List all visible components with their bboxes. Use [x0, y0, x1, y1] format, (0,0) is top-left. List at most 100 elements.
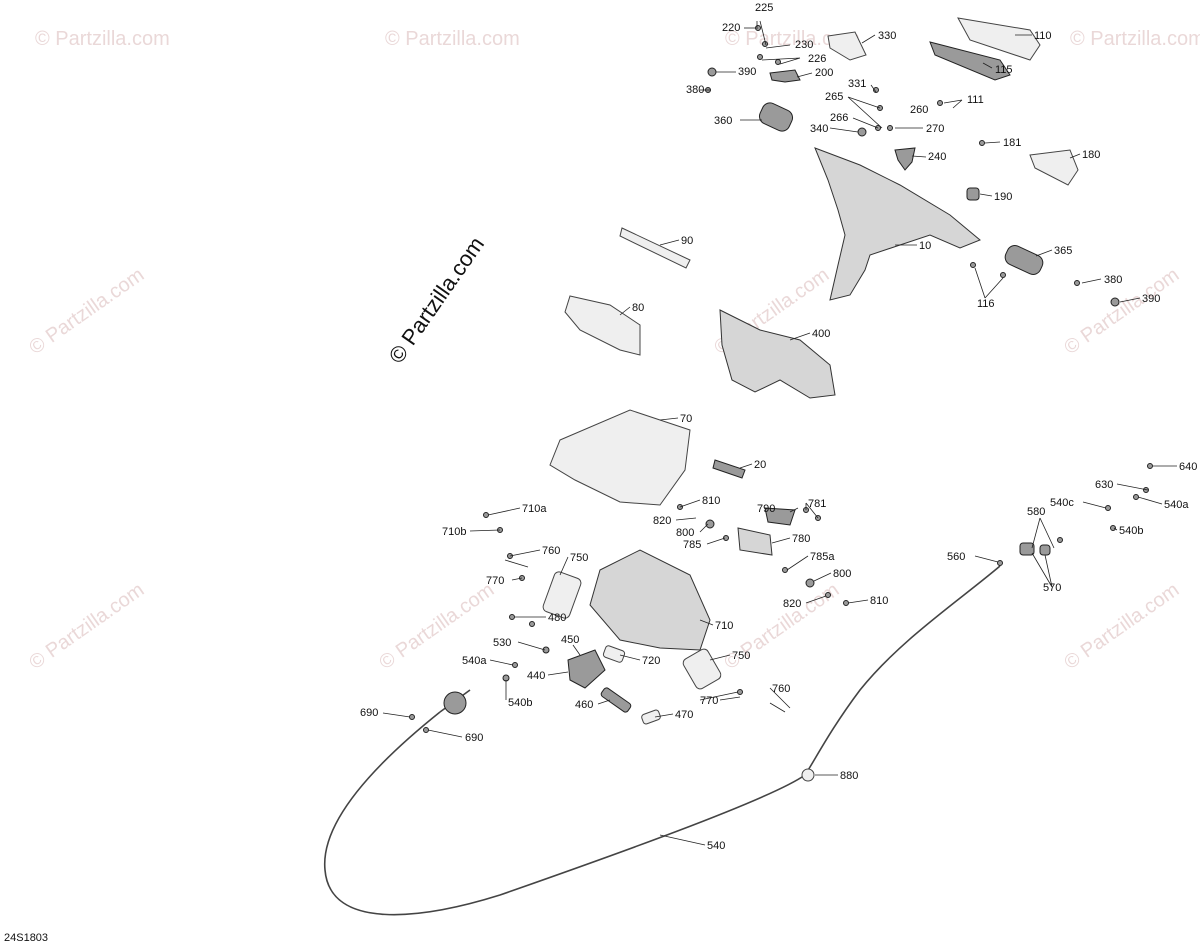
part-720 — [602, 645, 626, 663]
part-label: 270 — [926, 123, 944, 135]
part-label: 380 — [686, 84, 704, 96]
part-240 — [894, 147, 916, 171]
part-label: 540a — [462, 655, 487, 667]
watermark-main: © Partzilla.com — [384, 232, 490, 368]
part-label: 331 — [848, 78, 866, 90]
part-label: 390 — [738, 66, 756, 78]
part-70 — [549, 409, 691, 506]
part-80 — [564, 295, 641, 356]
part-label: 111 — [967, 94, 984, 106]
part-200 — [769, 69, 801, 83]
part-label: 225 — [755, 2, 773, 14]
watermark-tile: © Partzilla.com — [35, 28, 170, 50]
part-label: 20 — [754, 459, 766, 471]
part-label: 570 — [1043, 582, 1061, 594]
part-label: 70 — [680, 413, 692, 425]
part-label: 780 — [792, 533, 810, 545]
part-360 — [758, 102, 794, 132]
part-label: 690 — [360, 707, 378, 719]
part-365 — [1004, 245, 1044, 275]
part-880 — [801, 768, 815, 782]
part-label: 10 — [919, 240, 931, 252]
watermark-tile: © Partzilla.com — [1060, 579, 1183, 674]
part-label: 770 — [700, 695, 718, 707]
part-330 — [827, 31, 867, 61]
part-label: 266 — [830, 112, 848, 124]
part-750b — [682, 648, 722, 690]
part-label: 365 — [1054, 245, 1072, 257]
part-label: 540 — [707, 840, 725, 852]
part-20 — [712, 459, 746, 479]
part-label: 760 — [542, 545, 560, 557]
part-label: 800 — [676, 527, 694, 539]
part-label: 260 — [910, 104, 928, 116]
part-115 — [929, 41, 1011, 81]
part-label: 820 — [653, 515, 671, 527]
part-label: 470 — [675, 709, 693, 721]
part-label: 720 — [642, 655, 660, 667]
part-label: 460 — [575, 699, 593, 711]
part-label: 230 — [795, 39, 813, 51]
part-440 — [443, 691, 467, 715]
part-label: 450 — [561, 634, 579, 646]
part-label: 181 — [1003, 137, 1021, 149]
part-label: 360 — [714, 115, 732, 127]
part-90 — [619, 227, 691, 269]
part-label: 116 — [977, 298, 995, 310]
watermark-tile: © Partzilla.com — [385, 28, 520, 50]
part-label: 190 — [994, 191, 1012, 203]
part-label: 200 — [815, 67, 833, 79]
part-190 — [966, 187, 980, 201]
part-label: 710a — [522, 503, 547, 515]
part-label: 265 — [825, 91, 843, 103]
part-570b — [1039, 544, 1051, 556]
part-label: 785a — [810, 551, 835, 563]
part-labels: 225 220 230 226 390 200 380 330 110 115 … — [360, 2, 1197, 852]
part-label: 80 — [632, 302, 644, 314]
watermark-tile: © Partzilla.com — [725, 28, 860, 50]
part-label: 810 — [702, 495, 720, 507]
parts — [443, 17, 1079, 782]
part-label: 540b — [1119, 525, 1143, 537]
part-label: 110 — [1034, 30, 1052, 42]
part-label: 400 — [812, 328, 830, 340]
watermark-tile: © Partzilla.com — [25, 579, 148, 674]
part-label: 640 — [1179, 461, 1197, 473]
part-label: 690 — [465, 732, 483, 744]
part-label: 226 — [808, 53, 826, 65]
part-label: 440 — [527, 670, 545, 682]
leader-lines — [382, 20, 1177, 846]
part-label: 781 — [808, 498, 826, 510]
part-570 — [1019, 542, 1035, 556]
part-label: 710 — [715, 620, 733, 632]
part-label: 540c — [1050, 497, 1074, 509]
watermark-tile: © Partzilla.com — [1070, 28, 1200, 50]
part-10 — [814, 147, 981, 301]
part-label: 540b — [508, 697, 532, 709]
part-label: 820 — [783, 598, 801, 610]
part-label: 180 — [1082, 149, 1100, 161]
diagram-code: 24S1803 — [4, 932, 48, 944]
part-460 — [600, 687, 632, 713]
part-label: 115 — [995, 64, 1013, 76]
part-label: 760 — [772, 683, 790, 695]
part-label: 750 — [570, 552, 588, 564]
part-label: 810 — [870, 595, 888, 607]
part-450 — [567, 649, 606, 689]
part-label: 630 — [1095, 479, 1113, 491]
part-label: 90 — [681, 235, 693, 247]
part-label: 480 — [548, 612, 566, 624]
part-label: 785 — [683, 539, 701, 551]
part-750a — [542, 571, 582, 619]
part-790 — [764, 507, 796, 526]
part-label: 560 — [947, 551, 965, 563]
part-label: 710b — [442, 526, 466, 538]
part-label: 880 — [840, 770, 858, 782]
part-label: 800 — [833, 568, 851, 580]
part-110 — [957, 17, 1041, 61]
part-label: 390 — [1142, 293, 1160, 305]
part-label: 540a — [1164, 499, 1189, 511]
part-label: 770 — [486, 575, 504, 587]
